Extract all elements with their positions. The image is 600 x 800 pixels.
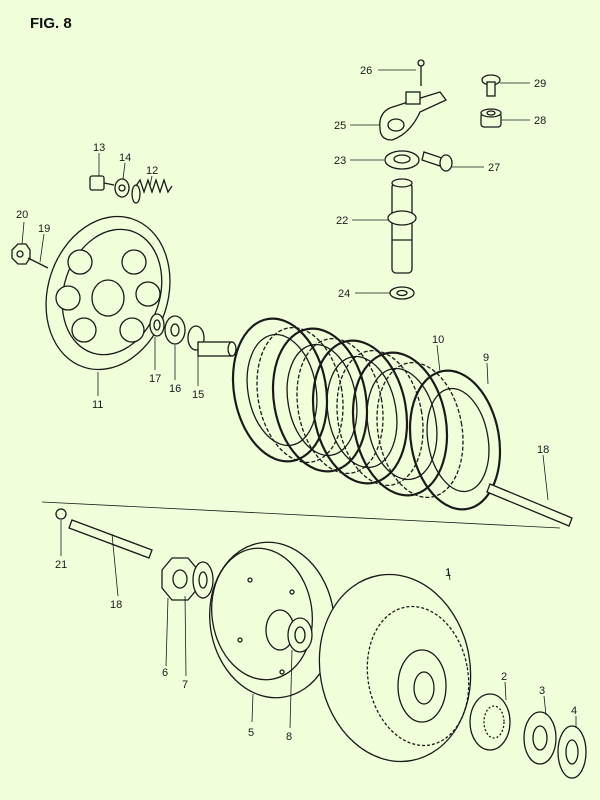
part-29-screw <box>481 74 501 97</box>
label-part-18-upper: 18 <box>537 444 549 456</box>
part-18-push-rod-upper <box>486 483 573 527</box>
part-10-friction-plates <box>231 317 449 497</box>
label-part-24: 24 <box>338 288 350 300</box>
label-part-12: 12 <box>146 165 158 177</box>
label-part-11: 11 <box>92 399 103 411</box>
part-4-washer <box>557 725 587 779</box>
part-25-release-arm <box>379 91 448 141</box>
part-20-nut <box>11 243 31 265</box>
part-13-bolt <box>89 175 115 191</box>
figure-title: FIG. 8 <box>30 15 72 32</box>
part-26-pin <box>417 59 425 86</box>
label-part-7: 7 <box>182 679 188 691</box>
label-part-14: 14 <box>119 152 131 164</box>
part-24-washer <box>389 286 415 300</box>
label-part-1: 1 <box>445 567 451 579</box>
leader-lines <box>21 69 577 729</box>
part-18-push-rod-lower <box>68 519 153 559</box>
part-16-thrust-bearing <box>164 315 186 345</box>
label-part-3: 3 <box>539 685 545 697</box>
label-part-28: 28 <box>534 115 546 127</box>
part-7-lock-washer <box>192 561 214 599</box>
part-11-pressure-plate <box>45 215 171 371</box>
label-part-9: 9 <box>483 352 489 364</box>
part-9-steel-plates <box>256 326 502 511</box>
label-part-27: 27 <box>488 162 500 174</box>
label-part-20: 20 <box>16 209 28 221</box>
label-part-10: 10 <box>432 334 444 346</box>
label-part-29: 29 <box>534 78 546 90</box>
part-2-needle-bearing <box>469 693 511 751</box>
part-labels: 1 2 3 4 5 6 7 8 9 10 11 12 13 14 15 16 1… <box>16 65 577 743</box>
part-3-spacer <box>523 711 557 765</box>
part-14-washer <box>114 178 130 198</box>
part-28-bushing <box>480 108 502 128</box>
label-part-22: 22 <box>336 215 348 227</box>
label-part-8: 8 <box>286 731 292 743</box>
label-part-5: 5 <box>248 727 254 739</box>
label-part-18-lower: 18 <box>110 599 122 611</box>
part-21-ball <box>55 508 67 520</box>
label-part-21: 21 <box>55 559 67 571</box>
part-1-clutch-housing <box>318 573 472 763</box>
label-part-6: 6 <box>162 667 168 679</box>
label-part-26: 26 <box>360 65 372 77</box>
label-part-17: 17 <box>149 373 161 385</box>
part-5-clutch-hub <box>209 541 335 699</box>
part-8-thrust-washer <box>287 617 313 653</box>
label-part-19: 19 <box>38 223 50 235</box>
part-27-bolt <box>421 151 453 172</box>
part-15-push-piece <box>187 325 237 357</box>
label-part-15: 15 <box>192 389 204 401</box>
label-part-25: 25 <box>334 120 346 132</box>
part-17-washer <box>149 313 165 337</box>
part-19-stud <box>27 257 49 269</box>
label-part-16: 16 <box>169 383 181 395</box>
label-part-13: 13 <box>93 142 105 154</box>
label-part-4: 4 <box>571 705 577 717</box>
part-12-spring <box>131 177 173 204</box>
part-22-release-shaft <box>387 178 417 274</box>
part-23-bearing <box>384 150 420 170</box>
center-axis-line <box>41 501 561 529</box>
label-part-2: 2 <box>501 671 507 683</box>
label-part-23: 23 <box>334 155 346 167</box>
